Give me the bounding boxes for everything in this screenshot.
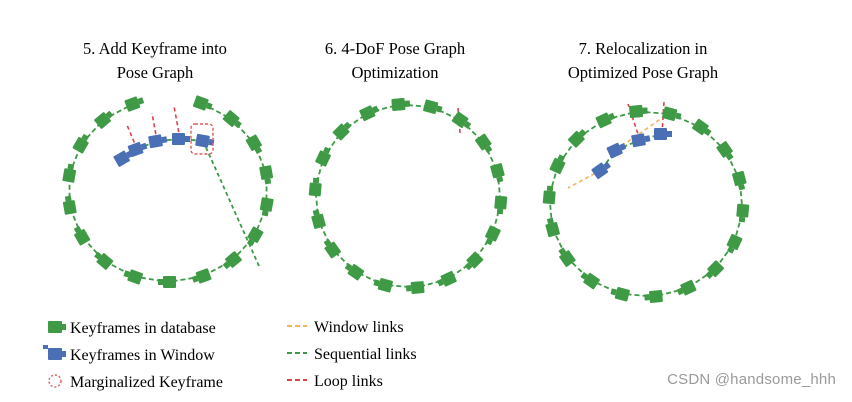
marginalized-keyframe-marker — [190, 123, 214, 155]
panel-6-graph — [308, 98, 508, 294]
database-keyframe — [485, 225, 501, 246]
loop-link — [151, 112, 158, 142]
database-keyframe — [359, 105, 380, 122]
panel-5-title-line2: Pose Graph — [117, 63, 194, 82]
database-keyframe — [464, 251, 484, 271]
database-keyframe-icon — [48, 321, 66, 333]
window-keyframe — [606, 142, 627, 159]
legend-item-loop-links: Loop links — [287, 373, 383, 390]
database-keyframe — [705, 260, 725, 279]
database-keyframe — [549, 154, 566, 175]
database-keyframe — [662, 106, 682, 122]
database-keyframe — [259, 165, 274, 185]
legend: Keyframes in database Keyframes in Windo… — [43, 319, 417, 391]
database-keyframe — [451, 111, 472, 129]
database-keyframe — [332, 121, 352, 141]
database-keyframe — [692, 118, 712, 137]
window-keyframe — [631, 133, 651, 148]
window-sequential-link-path — [600, 133, 663, 171]
legend-label-database: Keyframes in database — [70, 320, 216, 337]
database-keyframe — [405, 281, 425, 294]
database-keyframe — [62, 195, 77, 215]
database-keyframe — [344, 263, 365, 281]
database-keyframe — [567, 129, 587, 148]
database-keyframe — [436, 270, 457, 287]
panel-5-title: 5. Add Keyframe into Pose Graph — [83, 39, 227, 82]
window-keyframe — [148, 134, 168, 149]
window-keyframe — [591, 161, 611, 180]
loop-link — [173, 105, 181, 140]
legend-item-database: Keyframes in database — [48, 320, 216, 337]
panel-6-title: 6. 4-DoF Pose Graph Optimization — [325, 39, 466, 82]
database-keyframe — [676, 279, 697, 296]
database-keyframe — [494, 195, 508, 215]
database-keyframe — [94, 110, 114, 129]
loop-link — [126, 124, 138, 150]
database-keyframe — [62, 163, 77, 183]
legend-item-window: Keyframes in Window — [43, 345, 215, 364]
database-keyframe — [308, 177, 322, 197]
window-keyframe-icon — [43, 345, 66, 360]
panel-6-title-line2: Optimization — [351, 63, 438, 82]
panel-7-title: 7. Relocalization in Optimized Pose Grap… — [568, 39, 719, 82]
database-keyframe — [245, 134, 263, 155]
database-keyframe — [736, 203, 750, 223]
database-keyframe — [192, 95, 213, 111]
database-keyframe — [222, 110, 242, 129]
database-keyframe — [545, 217, 560, 238]
legend-label-window-links: Window links — [314, 319, 404, 336]
database-keyframe — [124, 96, 145, 112]
database-keyframe — [315, 146, 331, 167]
legend-label-loop-links: Loop links — [314, 373, 383, 390]
database-keyframe — [716, 141, 734, 161]
database-keyframe — [94, 251, 114, 270]
database-keyframe — [191, 268, 212, 284]
database-keyframe — [423, 99, 443, 114]
panel-6-title-line1: 6. 4-DoF Pose Graph — [325, 39, 466, 58]
database-keyframe — [580, 271, 600, 290]
database-keyframe — [595, 112, 616, 129]
panel-7-title-line1: 7. Relocalization in — [579, 39, 708, 58]
database-keyframe — [490, 163, 505, 183]
legend-label-window: Keyframes in Window — [70, 347, 215, 364]
watermark: CSDN @handsome_hhh — [667, 371, 836, 388]
sequential-link — [203, 142, 260, 267]
panel-7-graph — [542, 101, 750, 303]
database-keyframe — [542, 185, 556, 205]
database-keyframe — [629, 105, 648, 118]
database-keyframe — [311, 209, 326, 229]
database-keyframe — [259, 197, 274, 217]
database-keyframe — [222, 251, 242, 270]
database-keyframe — [610, 286, 630, 302]
panel-5-graph — [62, 95, 274, 288]
marginalized-keyframe-icon — [48, 374, 62, 388]
database-keyframe — [373, 278, 393, 293]
database-keyframe — [158, 276, 176, 288]
panel-5-title-line1: 5. Add Keyframe into — [83, 39, 227, 58]
database-keyframe — [323, 238, 341, 259]
database-keyframe — [247, 226, 264, 247]
database-keyframe — [72, 133, 89, 154]
panel-7-title-line2: Optimized Pose Graph — [568, 63, 719, 82]
legend-item-marginalized: Marginalized Keyframe — [48, 374, 223, 391]
window-keyframe — [654, 128, 672, 140]
legend-item-window-links: Window links — [287, 319, 404, 336]
window-keyframe — [195, 133, 215, 148]
legend-item-sequential-links: Sequential links — [287, 346, 417, 363]
database-keyframe — [123, 269, 144, 285]
database-keyframe — [475, 133, 493, 154]
database-keyframe — [73, 225, 91, 246]
window-keyframe — [172, 133, 190, 145]
window-link — [567, 169, 602, 189]
database-keyframe — [726, 233, 743, 254]
database-keyframe — [558, 247, 576, 267]
legend-label-marginalized: Marginalized Keyframe — [70, 374, 223, 391]
database-keyframe — [644, 290, 663, 303]
database-keyframe — [391, 98, 411, 111]
database-keyframe — [732, 170, 747, 191]
window-keyframe — [127, 141, 148, 158]
legend-label-sequential-links: Sequential links — [314, 346, 417, 363]
